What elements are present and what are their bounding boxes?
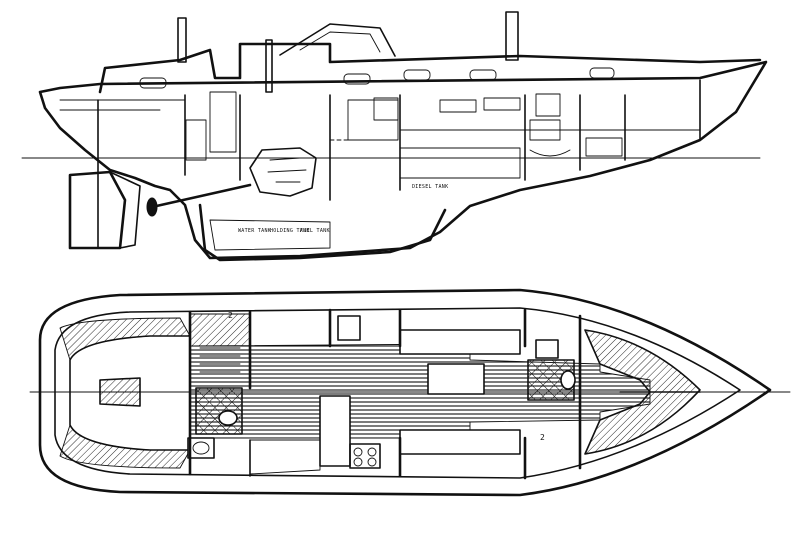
mast-stub bbox=[505, 11, 519, 61]
settee-stbd bbox=[399, 429, 521, 455]
engine-detail bbox=[267, 157, 307, 183]
cockpit-seat-bottom bbox=[59, 424, 191, 469]
tank-label: FUEL TANK bbox=[300, 228, 330, 234]
fwd-toilet bbox=[560, 370, 576, 390]
galley-counter bbox=[319, 395, 351, 467]
stove-burner bbox=[367, 447, 377, 457]
prop-shaft bbox=[150, 183, 252, 209]
aft-basin bbox=[187, 437, 215, 459]
doghouse bbox=[279, 23, 396, 57]
vberth bbox=[584, 329, 701, 455]
skeg bbox=[109, 171, 141, 249]
keel-ballast bbox=[209, 219, 331, 251]
aft-toilet bbox=[218, 410, 238, 426]
interior-furniture bbox=[59, 79, 701, 201]
saloon-table bbox=[427, 363, 485, 395]
vent bbox=[265, 39, 273, 93]
profile-keel bbox=[198, 203, 447, 262]
tank-labels: WATER TANK HOLDING TANK FUEL TANK DIESEL… bbox=[238, 184, 448, 234]
rudder bbox=[68, 170, 127, 250]
cockpit-seat-top bbox=[59, 317, 191, 361]
portlights bbox=[139, 67, 615, 121]
aft-heads bbox=[195, 387, 243, 435]
berth-mark: 2 bbox=[540, 433, 545, 442]
plan-view: 2 2 bbox=[29, 288, 791, 497]
doghouse-window bbox=[299, 31, 381, 53]
transom-lazarette bbox=[99, 377, 141, 407]
tank-label: HOLDING TANK bbox=[270, 228, 310, 234]
quarter-berth-port bbox=[189, 313, 251, 347]
companion-steps bbox=[199, 347, 241, 373]
engine bbox=[249, 147, 317, 197]
plan-hull-outer bbox=[38, 288, 772, 497]
tank-label: WATER TANK bbox=[238, 228, 271, 234]
aft-basin-bowl bbox=[192, 441, 210, 455]
stove-burner bbox=[353, 447, 363, 457]
stove-burner bbox=[367, 457, 377, 467]
profile-view: WATER TANK HOLDING TANK FUEL TANK DIESEL… bbox=[21, 11, 768, 262]
settee-port bbox=[399, 329, 521, 355]
plan-deck-line bbox=[54, 307, 741, 479]
profile-hull bbox=[38, 60, 768, 260]
fwd-basin bbox=[535, 339, 559, 359]
tank-label: DIESEL TANK bbox=[412, 184, 448, 190]
chart-table bbox=[337, 315, 361, 341]
quarter-berth-stbd bbox=[249, 439, 321, 475]
mizzen-stack bbox=[177, 17, 187, 63]
cabin-trunk bbox=[98, 42, 762, 94]
stove bbox=[349, 443, 381, 469]
berth-mark: 2 bbox=[228, 311, 233, 320]
stove-burner bbox=[353, 457, 363, 467]
